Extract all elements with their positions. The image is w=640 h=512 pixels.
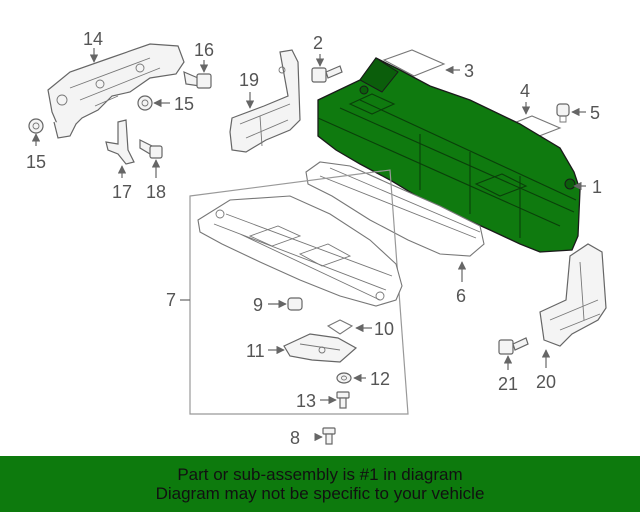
callout-11: 11 [246, 341, 265, 361]
callout-7: 7 [166, 290, 176, 310]
part-2-bolt [311, 65, 343, 83]
part-21-bolt [498, 337, 529, 355]
part-6-deflector [305, 161, 485, 257]
callout-15a: 15 [174, 94, 194, 114]
callout-12: 12 [370, 369, 390, 389]
callout-14: 14 [83, 29, 103, 49]
part-12-washer [336, 372, 352, 384]
callout-6: 6 [456, 286, 466, 306]
part-5-clip [556, 103, 570, 123]
part-8-bolt [322, 427, 336, 445]
part-7-splash-shield [197, 195, 403, 307]
callout-5: 5 [590, 103, 600, 123]
callout-19: 19 [239, 70, 259, 90]
callout-9: 9 [253, 295, 263, 315]
part-19-side-bracket [229, 49, 301, 153]
part-15-clip-b [28, 118, 44, 134]
part-15-clip-a [137, 95, 153, 111]
part-11-bracket [283, 333, 358, 363]
callout-18: 18 [146, 182, 166, 202]
callout-15b: 15 [26, 152, 46, 172]
part-18-bolt [139, 139, 163, 159]
callout-13: 13 [296, 391, 316, 411]
part-3-pad [382, 49, 446, 77]
callout-4: 4 [520, 81, 530, 101]
callout-1: 1 [592, 177, 602, 197]
part-10-clip [326, 319, 354, 335]
parts-diagram: 1 2 3 4 5 6 7 8 9 10 11 12 13 14 15 15 1… [26, 29, 607, 448]
info-banner: Part or sub-assembly is #1 in diagram Di… [0, 456, 640, 512]
callout-21: 21 [498, 374, 518, 394]
callout-2: 2 [313, 33, 323, 53]
callout-3: 3 [464, 61, 474, 81]
part-14-bracket [47, 43, 185, 139]
part-16-bolt [183, 71, 212, 89]
banner-line-1: Part or sub-assembly is #1 in diagram [177, 465, 463, 484]
callout-16: 16 [194, 40, 214, 60]
callout-17: 17 [112, 182, 132, 202]
part-13-bolt [336, 391, 350, 409]
callout-20: 20 [536, 372, 556, 392]
leader-lines [31, 48, 586, 442]
callout-10: 10 [374, 319, 394, 339]
part-17-bracket [105, 119, 135, 165]
part-7-frame [189, 169, 409, 415]
callout-8: 8 [290, 428, 300, 448]
part-9-nut [287, 297, 303, 311]
part-20-bracket [539, 243, 607, 347]
banner-line-2: Diagram may not be specific to your vehi… [155, 484, 485, 503]
